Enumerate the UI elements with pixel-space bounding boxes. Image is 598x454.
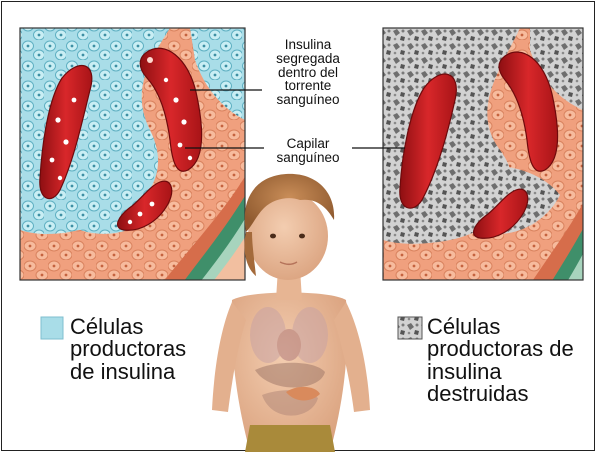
child-eye-right [299, 234, 305, 239]
producing-cell-swatch [41, 317, 63, 339]
destroyed-islet-panel [383, 28, 598, 300]
destroyed-cell-swatch [398, 317, 422, 339]
legend-producing-cells-label: Células productoras de insulina [70, 316, 240, 383]
insulin-secreted-label: Insulina segregada dentro del torrente s… [262, 38, 354, 107]
child-eye-left [270, 234, 276, 239]
healthy-islet-panel [20, 28, 266, 300]
legend-destroyed-cells-label: Células productoras de insulina destruid… [427, 316, 593, 406]
capillary-label: Capilar sanguíneo [264, 137, 352, 165]
child-shorts [245, 425, 335, 452]
